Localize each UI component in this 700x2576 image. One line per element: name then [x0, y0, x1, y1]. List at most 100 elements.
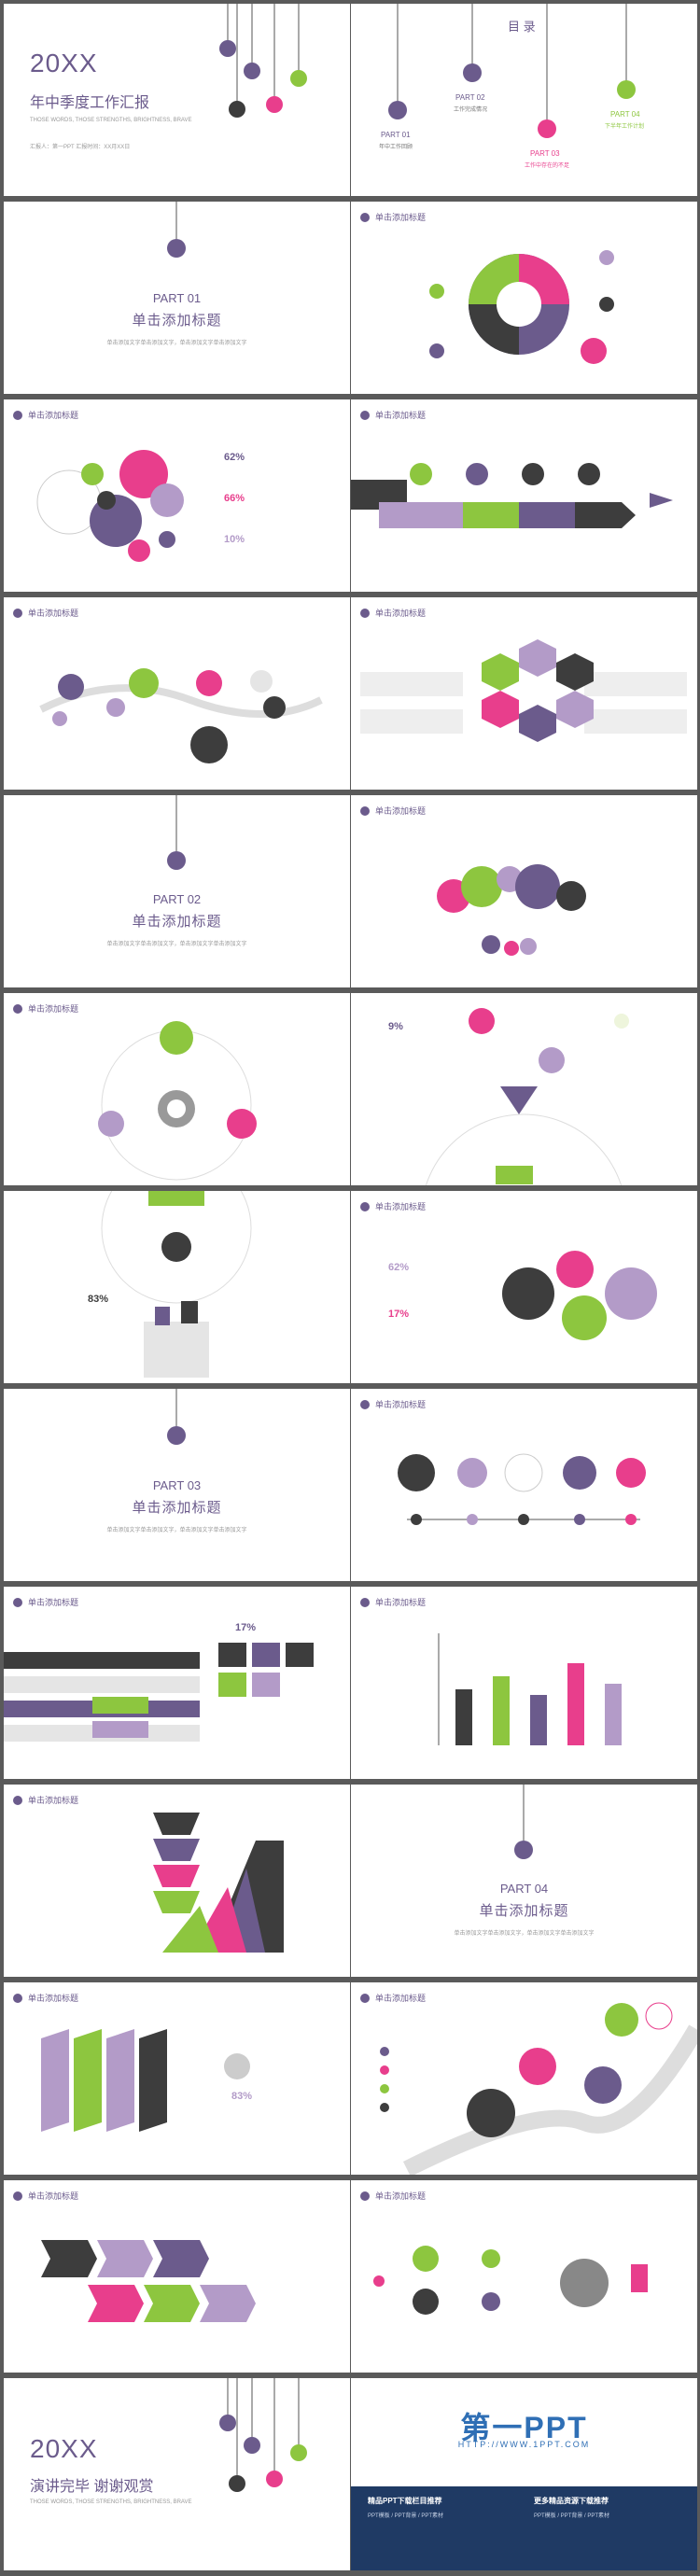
slide-part-04[interactable]: PART 04 单击添加标题 单击添加文字单击添加文字，单击添加文字单击添加文字	[351, 1785, 697, 1977]
bulb-icon	[13, 410, 22, 420]
toc-heading: 目 录	[508, 20, 536, 34]
slide-part-02[interactable]: PART 02 单击添加标题 单击添加文字单击添加文字，单击添加文字单击添加文字	[4, 795, 350, 987]
slide-ad[interactable]: 第一PPT HTTP://WWW.1PPT.COM 精品PPT下载栏目推荐 PP…	[351, 2378, 697, 2570]
pct-1: 62%	[224, 452, 245, 463]
slide-cylinders[interactable]: 单击添加标题	[351, 1587, 697, 1779]
stairs-chart	[4, 1643, 314, 1742]
toc-bulbs	[388, 4, 636, 138]
toc-item-3[interactable]: PART 03	[530, 149, 560, 158]
cylinder-chart	[438, 1633, 622, 1745]
slide-stairs[interactable]: 单击添加标题 17%	[4, 1587, 350, 1779]
part-desc: 单击添加文字单击添加文字，单击添加文字单击添加文字	[106, 942, 247, 947]
header-title: 单击添加标题	[375, 1994, 427, 2003]
slide-hexagons[interactable]: 单击添加标题	[351, 597, 697, 790]
slide-bubble-bar[interactable]: 单击添加标题	[351, 795, 697, 987]
part-title: 单击添加标题	[132, 313, 222, 329]
bulb-icon	[13, 608, 22, 618]
slide-header: 单击添加标题	[13, 1794, 78, 1806]
ad-right-line[interactable]: PPT模板 / PPT背景 / PPT素材	[534, 2513, 610, 2519]
slide-ring-diagram[interactable]: 单击添加标题	[351, 202, 697, 394]
bulb-icon	[360, 212, 370, 222]
header-title: 单击添加标题	[28, 1796, 79, 1805]
bulb-icon	[360, 1201, 370, 1211]
slide-part-03[interactable]: PART 03 单击添加标题 单击添加文字单击添加文字，单击添加文字单击添加文字	[4, 1389, 350, 1581]
part-desc: 单击添加文字单击添加文字，单击添加文字单击添加文字	[454, 1931, 595, 1937]
part-label: PART 02	[152, 892, 202, 906]
closing-title: 演讲完毕 谢谢观赏	[30, 2479, 154, 2495]
slide-header: 单击添加标题	[13, 1992, 78, 2004]
box-illustration	[101, 1191, 252, 1378]
slide-header: 单击添加标题	[13, 1596, 78, 1608]
header-title: 单击添加标题	[375, 2191, 427, 2201]
slide-box[interactable]: 83%	[4, 1191, 350, 1383]
part-bulb	[167, 1389, 186, 1445]
slide-cover[interactable]: 20XX 年中季度工作汇报 THOSE WORDS, THOSE STRENGT…	[4, 4, 350, 196]
brand-url[interactable]: HTTP://WWW.1PPT.COM	[457, 2440, 591, 2449]
slide-lamp-arc[interactable]: 9%	[351, 993, 697, 1185]
slide-bubbles[interactable]: 单击添加标题 62% 66% 10%	[4, 399, 350, 592]
slide-pyramid[interactable]: 单击添加标题	[4, 1785, 350, 1977]
ribbon-chart	[41, 2029, 250, 2132]
header-title: 单击添加标题	[28, 411, 79, 420]
pyramid-chart	[153, 1813, 284, 1953]
slide-gear-timeline[interactable]: 单击添加标题	[351, 1389, 697, 1581]
pct-gear-1: 62%	[388, 1262, 410, 1273]
hexagon-row	[360, 639, 687, 742]
slide-header: 单击添加标题	[360, 1200, 426, 1212]
slide-header: 单击添加标题	[360, 211, 426, 223]
header-title: 单击添加标题	[375, 609, 427, 618]
gear-cycle	[98, 1021, 257, 1181]
slide-header: 单击添加标题	[13, 2190, 78, 2202]
header-title: 单击添加标题	[28, 1004, 79, 1014]
pct-stairs: 17%	[235, 1622, 257, 1633]
part-bulb	[167, 795, 186, 870]
slide-toc[interactable]: 目 录 PART 01 年中工作回顾 PART 02 工作完成情况 PART 0…	[351, 4, 697, 196]
slide-part-01[interactable]: PART 01 单击添加标题 单击添加文字单击添加文字，单击添加文字单击添加文字	[4, 202, 350, 394]
hanging-bulbs-illustration	[219, 4, 307, 118]
slide-ribbons[interactable]: 单击添加标题 83%	[4, 1982, 350, 2175]
toc-item-4[interactable]: PART 04	[610, 110, 640, 119]
slide-header: 单击添加标题	[360, 409, 426, 421]
pct-gear-2: 17%	[388, 1309, 410, 1320]
bulb-icon	[13, 2191, 22, 2201]
header-title: 单击添加标题	[375, 1598, 427, 1607]
lamp-arc	[425, 1008, 629, 1185]
road-pins	[380, 2002, 697, 2175]
toc-text-3: 工作中存在的不足	[525, 163, 570, 169]
gear-cluster	[502, 1251, 657, 1340]
toc-item-2[interactable]: PART 02	[455, 93, 485, 102]
slide-cloud[interactable]: 单击添加标题	[351, 2180, 697, 2373]
part-bulb	[514, 1785, 533, 1859]
brand-logo[interactable]: 第一PPT	[460, 2411, 588, 2444]
slide-gear-cycle[interactable]: 单击添加标题	[4, 993, 350, 1185]
bulb-icon	[360, 805, 370, 816]
header-title: 单击添加标题	[28, 1598, 79, 1607]
slide-dot-network[interactable]: 单击添加标题	[4, 597, 350, 790]
header-title: 单击添加标题	[375, 213, 427, 222]
slide-header: 单击添加标题	[360, 2190, 426, 2202]
toc-item-1[interactable]: PART 01	[381, 131, 411, 139]
bulb-icon	[13, 1795, 22, 1805]
slide-header: 单击添加标题	[360, 805, 426, 817]
ad-left-heading: 精品PPT下载栏目推荐	[368, 2497, 442, 2505]
ad-left-line[interactable]: PPT模板 / PPT背景 / PPT素材	[368, 2513, 444, 2519]
part-label: PART 03	[152, 1478, 202, 1492]
slide-people-arrow[interactable]: 单击添加标题	[351, 399, 697, 592]
toc-text-2: 工作完成情况	[454, 107, 488, 113]
slide-header: 单击添加标题	[360, 607, 426, 619]
donut-diagram	[429, 250, 614, 364]
part-title: 单击添加标题	[479, 1903, 569, 1919]
slide-road-pins[interactable]: 单击添加标题	[351, 1982, 697, 2175]
slide-closing[interactable]: 20XX 演讲完毕 谢谢观赏 THOSE WORDS, THOSE STRENG…	[4, 2378, 350, 2570]
slide-gears[interactable]: 单击添加标题 62% 17%	[351, 1191, 697, 1383]
part-label: PART 01	[152, 291, 202, 305]
closing-subtitle: THOSE WORDS, THOSE STRENGTHS, BRIGHTNESS…	[30, 2499, 192, 2505]
slide-header: 单击添加标题	[13, 1002, 78, 1015]
bulb-icon	[360, 410, 370, 420]
bulb-icon	[13, 1003, 22, 1014]
arrow-band	[351, 463, 673, 528]
slide-chevrons[interactable]: 单击添加标题	[4, 2180, 350, 2373]
bubble-cluster	[36, 450, 184, 562]
header-title: 单击添加标题	[375, 1400, 427, 1409]
